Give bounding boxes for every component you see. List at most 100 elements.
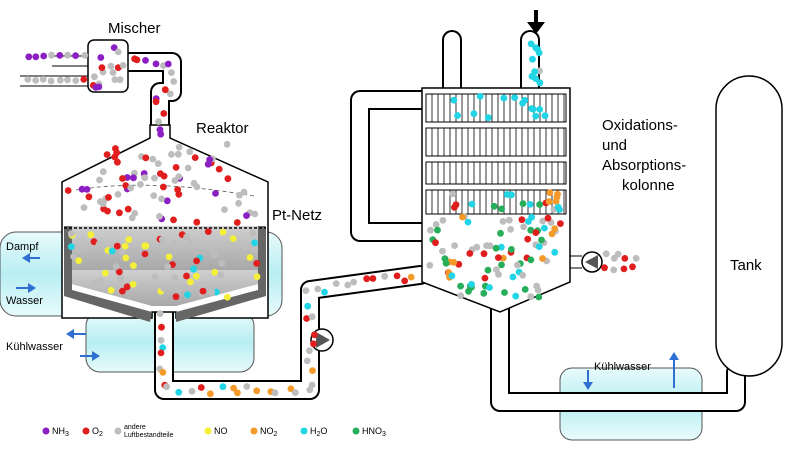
molecule-dot [75, 246, 82, 253]
molecule-dot [137, 181, 144, 188]
molecule-dot [468, 200, 476, 208]
molecule-dot [116, 209, 123, 217]
molecule-dot [465, 287, 472, 295]
molecule-dot [97, 198, 104, 206]
molecule-dot [119, 62, 127, 69]
molecule-dot [304, 302, 312, 310]
feed-arrow-icon [527, 10, 545, 34]
molecule-dot [107, 286, 115, 294]
molecule-dot [91, 279, 99, 287]
molecule-dot [64, 76, 71, 84]
legend-item-no: NO [204, 426, 228, 436]
molecule-dot [151, 174, 158, 182]
molecule-dot [314, 285, 322, 293]
molecule-dot [130, 262, 137, 269]
molecule-dot [535, 243, 543, 251]
svg-text:Luftbestandteile: Luftbestandteile [124, 432, 174, 439]
molecule-dot [64, 51, 71, 59]
column-label-2: und [602, 137, 627, 154]
molecule-dot [236, 191, 243, 199]
molecule-dot [32, 53, 40, 61]
molecule-dot [119, 287, 126, 295]
legend-item-hno3: HNO3 [352, 426, 386, 438]
reactor-label: Reaktor [196, 120, 249, 137]
molecule-dot [243, 212, 250, 220]
molecule-dot [121, 242, 129, 250]
molecule-dot [125, 236, 133, 244]
molecule-dot [291, 389, 299, 396]
molecule-dot [235, 199, 243, 207]
molecule-dot [486, 284, 493, 291]
molecule-dot [234, 389, 241, 397]
molecule-dot [164, 60, 172, 68]
molecule-dot [541, 112, 549, 120]
molecule-dot [519, 271, 527, 279]
molecule-dot [223, 140, 231, 148]
molecule-dot [116, 276, 124, 284]
molecule-dot [536, 201, 543, 208]
arrow-right-icon [16, 283, 36, 293]
molecule-dot [439, 217, 447, 224]
molecule-dot [534, 286, 542, 294]
molecule-dot [193, 257, 201, 265]
molecule-dot [480, 289, 488, 297]
molecule-dot [190, 265, 198, 273]
molecule-dot [215, 165, 223, 173]
legend-item-h2o: H2O [300, 426, 327, 438]
molecule-dot [535, 293, 543, 301]
molecule-dot [363, 275, 371, 283]
molecule-dot [67, 230, 75, 238]
molecule-dot [156, 310, 164, 317]
molecule-dot [521, 286, 529, 293]
molecule-dot [207, 390, 214, 398]
molecule-dot [87, 231, 95, 239]
molecule-dot [535, 49, 543, 57]
molecule-dot [175, 190, 183, 198]
molecule-dot [480, 250, 488, 258]
molecule-dot [532, 44, 540, 52]
molecule-dot [170, 239, 178, 247]
column-label-4: kolonne [622, 177, 675, 194]
molecule-dot [432, 239, 439, 247]
molecule-dot [536, 106, 544, 113]
molecule-dot [309, 367, 316, 374]
molecule-dot [344, 281, 352, 289]
molecule-dot [158, 195, 165, 203]
molecule-dot [219, 383, 227, 391]
molecule-dot [123, 283, 131, 291]
molecule-dot [464, 218, 472, 226]
molecule-dot [500, 94, 508, 102]
molecule-dot [151, 273, 159, 281]
mixer-label: Mischer [108, 20, 161, 37]
molecule-dot [109, 69, 117, 76]
molecule-dot [528, 105, 535, 112]
molecule-dot [172, 293, 180, 301]
molecule-dot [105, 194, 112, 201]
molecule-dot [197, 384, 205, 391]
molecule-dot [92, 84, 100, 91]
molecule-dot [407, 273, 415, 281]
molecule-dot [529, 55, 536, 63]
pump-icon [581, 251, 603, 273]
molecule-dot [191, 154, 199, 162]
coolant-left-label: Kühlwasser [6, 341, 63, 353]
molecule-dot [141, 242, 149, 250]
svg-text:NO2: NO2 [260, 426, 278, 438]
molecule-dot [56, 76, 64, 84]
molecule-dot [432, 221, 440, 228]
molecule-dot [470, 110, 478, 118]
molecule-dot [527, 40, 535, 48]
molecule-dot [64, 187, 72, 194]
arrow-left-icon [22, 253, 40, 263]
molecule-dot [514, 261, 521, 269]
molecule-dot [484, 266, 492, 274]
molecule-dot [122, 182, 130, 189]
legend-item-nh3: NH3 [42, 426, 69, 438]
molecule-dot [158, 323, 165, 331]
arrow-down-icon [583, 370, 593, 390]
molecule-dot [128, 214, 136, 222]
flow-arrows [16, 253, 679, 390]
molecule-dot [621, 255, 629, 262]
svg-text:H2O: H2O [310, 426, 327, 438]
molecule-dot [532, 112, 540, 120]
